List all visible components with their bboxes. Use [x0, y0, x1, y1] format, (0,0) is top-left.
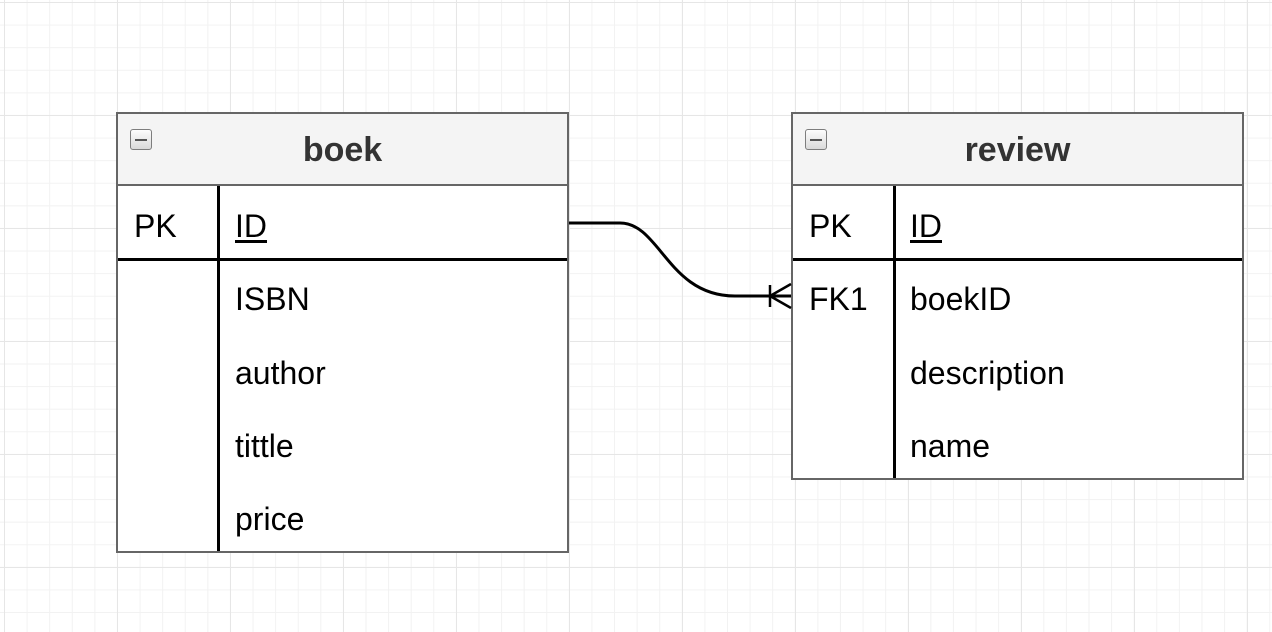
collapse-icon[interactable] — [805, 129, 827, 150]
table-header[interactable]: boek — [118, 114, 567, 186]
column-divider — [893, 186, 896, 478]
field-description[interactable]: description — [910, 355, 1065, 391]
pk-label: PK — [809, 208, 852, 244]
primary-key-divider — [118, 258, 567, 261]
table-title: review — [964, 131, 1071, 169]
primary-key-field[interactable]: ID — [235, 208, 267, 244]
field-price[interactable]: price — [235, 501, 305, 537]
primary-key-divider — [793, 258, 1242, 261]
table-header[interactable]: review — [793, 114, 1242, 186]
field-tittle[interactable]: tittle — [235, 428, 294, 464]
field-isbn[interactable]: ISBN — [235, 281, 310, 317]
table-review[interactable]: review PK ID FK1 boekID description name — [791, 112, 1244, 480]
pk-label: PK — [134, 208, 177, 244]
field-boekid[interactable]: boekID — [910, 281, 1012, 317]
collapse-icon[interactable] — [130, 129, 152, 150]
table-boek[interactable]: boek PK ID ISBN author tittle price — [116, 112, 569, 553]
fk-label: FK1 — [809, 281, 868, 317]
primary-key-field[interactable]: ID — [910, 208, 942, 244]
field-name[interactable]: name — [910, 428, 991, 464]
field-author[interactable]: author — [235, 355, 326, 391]
table-title: boek — [302, 131, 383, 169]
crows-foot-many-icon — [768, 282, 792, 310]
column-divider — [217, 186, 220, 551]
relationship-connector[interactable] — [569, 221, 791, 298]
